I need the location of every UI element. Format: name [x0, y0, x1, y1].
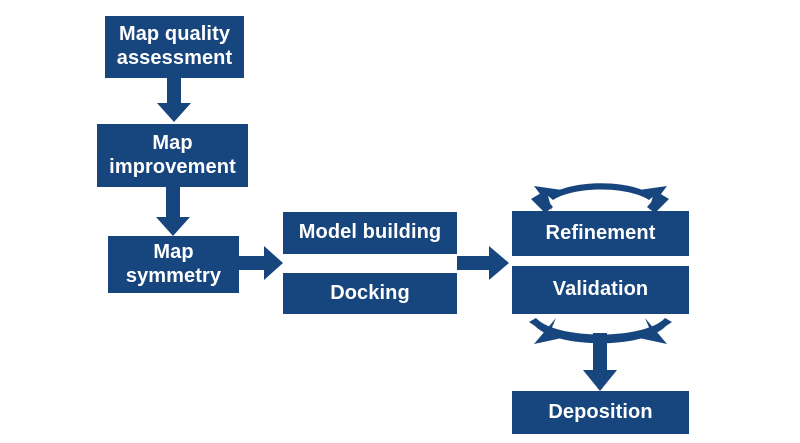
arrow-cycle-to-deposition: [583, 333, 617, 391]
arrow-quality-to-improvement: [157, 78, 191, 122]
arrow-improvement-to-symmetry: [156, 187, 190, 236]
node-label: Refinement: [545, 221, 656, 244]
arrow-building-to-refinement: [457, 246, 509, 280]
node-label: Docking: [330, 281, 410, 304]
node-map-quality-assessment[interactable]: Map quality assessment: [105, 16, 244, 78]
node-map-improvement[interactable]: Map improvement: [97, 124, 248, 187]
arc-top-cycle: [531, 183, 669, 213]
node-map-symmetry[interactable]: Map symmetry: [108, 236, 239, 293]
node-docking[interactable]: Docking: [283, 273, 457, 314]
node-refinement[interactable]: Refinement: [512, 211, 689, 256]
node-label: Map improvement: [109, 131, 236, 178]
node-deposition[interactable]: Deposition: [512, 391, 689, 434]
node-label: Validation: [552, 278, 649, 301]
node-validation[interactable]: Validation: [512, 266, 689, 314]
node-label: Map quality assessment: [116, 23, 233, 69]
arc-bottom-cycle: [529, 318, 672, 344]
node-label: Model building: [298, 221, 442, 244]
node-label: Deposition: [548, 400, 653, 423]
node-label: Map symmetry: [125, 240, 222, 287]
node-model-building[interactable]: Model building: [283, 212, 457, 254]
arrow-symmetry-to-building: [239, 246, 283, 280]
